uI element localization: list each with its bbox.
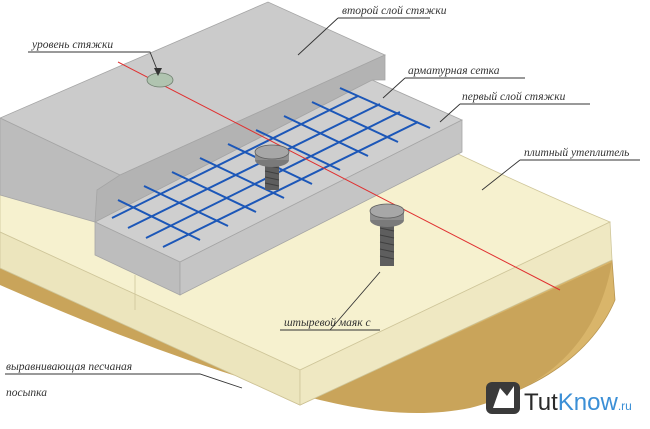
tutknow-logo-icon	[486, 382, 520, 414]
watermark-know: Know	[558, 389, 619, 416]
bolt-icon	[369, 203, 405, 266]
watermark-ru: .ru	[618, 399, 632, 413]
label-slab-insulation: плитный утеплитель	[524, 146, 629, 159]
label-reinforcement-mesh: арматурная сетка	[408, 65, 500, 77]
watermark-tut: Tut	[524, 389, 558, 416]
leader-mesh	[382, 77, 525, 99]
insulation-side	[299, 221, 613, 406]
screed-level-line	[117, 61, 561, 291]
label-sand-bedding-line1: выравнивающая песчаная	[6, 361, 132, 373]
leader-sand	[5, 373, 243, 389]
leader-first-layer	[439, 103, 590, 123]
watermark: TutKnow.ru	[524, 389, 632, 416]
second-screed-side	[94, 54, 386, 223]
leader-screed-level	[28, 51, 159, 73]
leader-second-layer	[297, 17, 430, 56]
leader-screed-level-arrow	[154, 68, 162, 76]
label-screed-level: уровень стяжки	[31, 39, 113, 51]
leader-insulation	[481, 159, 640, 191]
level-marker	[146, 72, 174, 88]
bolt-icon	[254, 144, 290, 190]
label-first-screed-layer: первый слой стяжки	[462, 90, 566, 103]
label-second-screed-layer: второй слой стяжки	[342, 4, 447, 17]
label-sand-bedding-line2: посыпка	[6, 387, 47, 399]
leader-pin-beacon	[280, 271, 381, 331]
label-pin-beacon: штыревой маяк с	[284, 316, 371, 329]
sand-bottom	[0, 262, 612, 414]
first-screed-side	[179, 119, 463, 296]
